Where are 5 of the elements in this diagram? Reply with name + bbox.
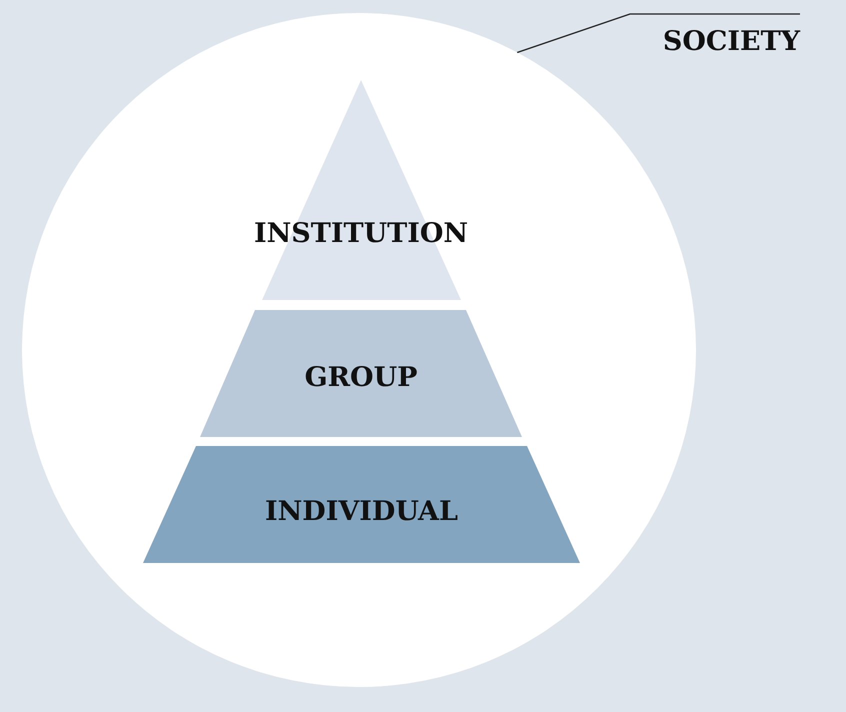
leader-line	[516, 13, 800, 54]
tier-label: INDIVIDUAL	[265, 496, 458, 527]
tier-label: GROUP	[304, 362, 418, 393]
tier-label: INSTITUTION	[254, 218, 468, 249]
label: SOCIETY	[662, 26, 800, 57]
